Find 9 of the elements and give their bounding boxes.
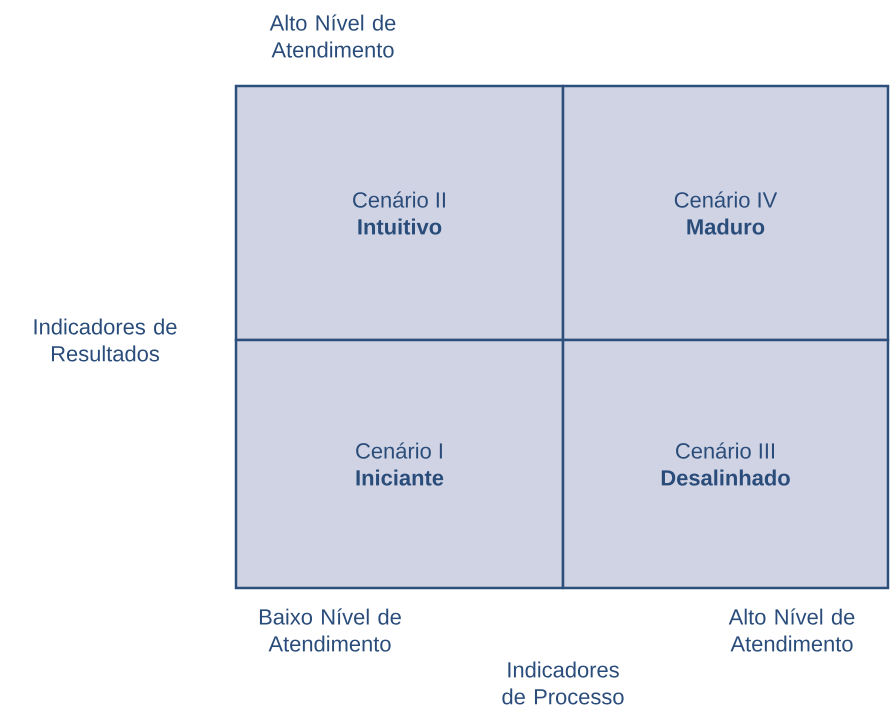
axis-label: Alto Nível de Atendimento xyxy=(728,608,854,652)
axis-label: Indicadores de Resultados xyxy=(34,318,176,362)
axis-label: Indicadores de Processo xyxy=(502,661,624,704)
quadrant-box: Cenário III Desalinhado xyxy=(562,338,890,590)
quadrant-box: Cenário IV Maduro xyxy=(562,84,890,342)
quadrant-box: Cenário I Iniciante xyxy=(234,338,564,590)
quadrant-box: Cenário II Intuitivo xyxy=(234,84,564,342)
axis-label: Baixo Nível de Atendimento xyxy=(260,608,401,652)
axis-label: Alto Nível de Atendimento xyxy=(270,14,396,58)
